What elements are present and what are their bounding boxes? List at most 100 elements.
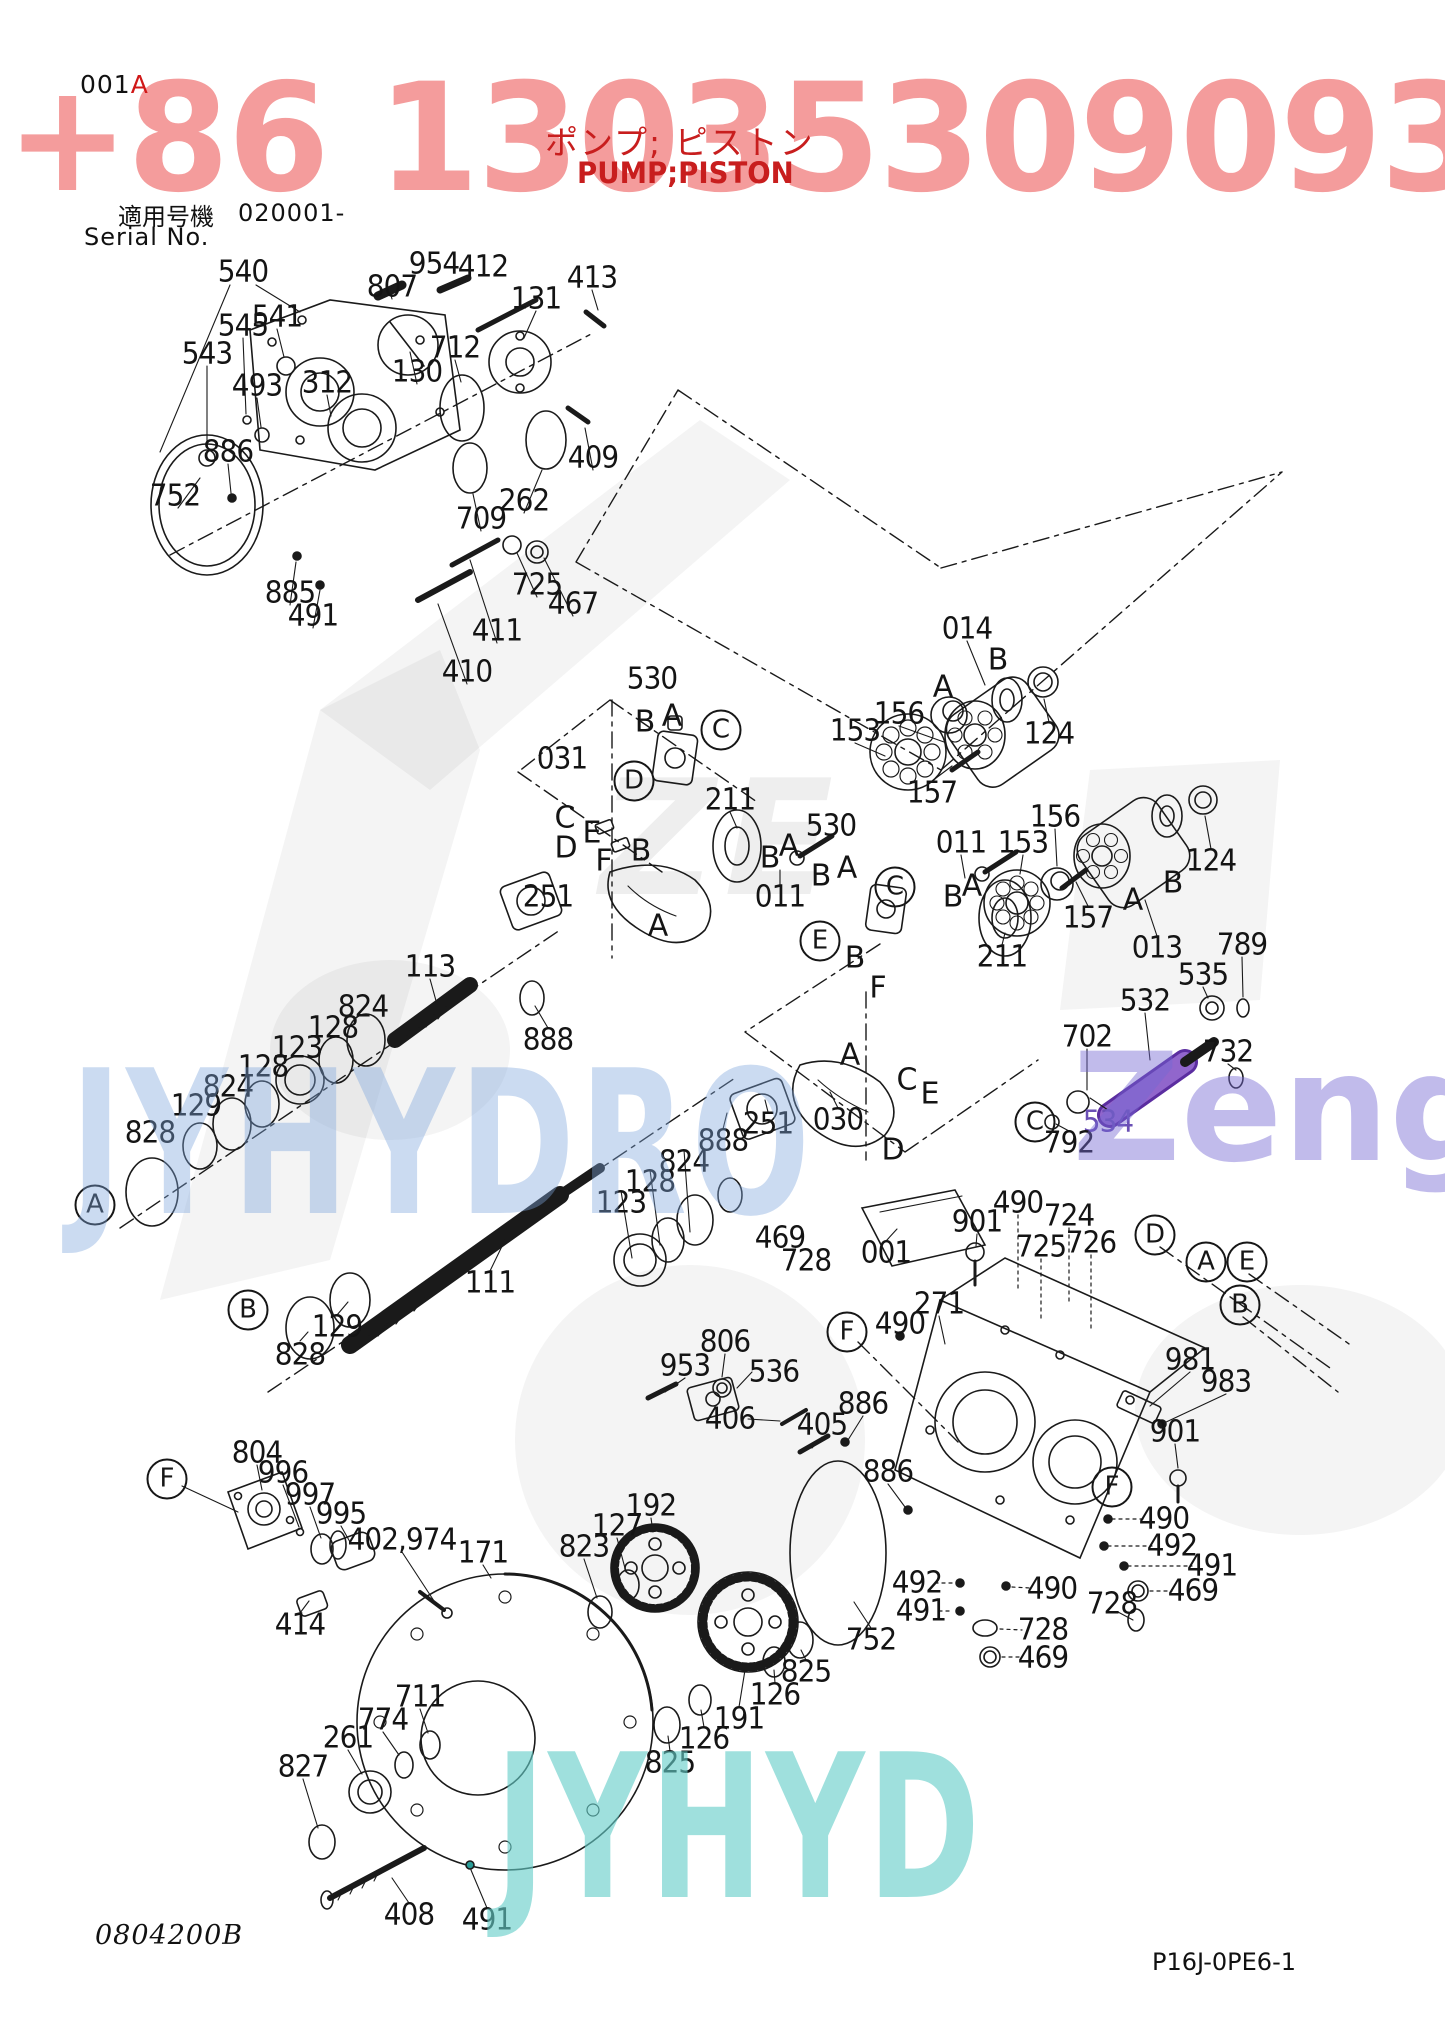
part-label-130: 130 — [391, 354, 443, 390]
callout-circled-E: E — [799, 920, 841, 962]
part-label-752: 752 — [845, 1622, 897, 1658]
callout-B: B — [1162, 865, 1184, 901]
part-label-888: 888 — [697, 1123, 749, 1159]
callout-B: B — [844, 940, 866, 976]
part-label-124: 124 — [1185, 843, 1237, 879]
part-label-732: 732 — [1202, 1034, 1254, 1070]
part-label-824: 824 — [337, 989, 389, 1025]
part-label-983: 983 — [1200, 1364, 1252, 1400]
part-label-011: 011 — [754, 879, 806, 915]
part-label-728: 728 — [1017, 1612, 1069, 1648]
callout-B: B — [759, 840, 781, 876]
callout-B: B — [634, 704, 656, 740]
part-label-126: 126 — [678, 1721, 730, 1757]
page-title-english: PUMP;PISTON — [577, 156, 794, 190]
part-label-123: 123 — [271, 1030, 323, 1066]
page-title-japanese: ポンプ; ピストン — [545, 123, 815, 162]
part-label-807: 807 — [366, 269, 418, 305]
part-label-014: 014 — [941, 611, 993, 647]
part-label-953: 953 — [659, 1348, 711, 1384]
part-label-469: 469 — [1167, 1573, 1219, 1609]
part-label-491: 491 — [287, 598, 339, 634]
callout-A: A — [647, 908, 669, 944]
part-label-825: 825 — [644, 1745, 696, 1781]
part-label-490: 490 — [1026, 1571, 1078, 1607]
part-label-491: 491 — [461, 1902, 513, 1938]
part-label-491: 491 — [895, 1593, 947, 1629]
part-label-171: 171 — [457, 1535, 509, 1571]
page-code-suffix: A — [130, 70, 149, 99]
part-label-789: 789 — [1216, 927, 1268, 963]
part-label-031: 031 — [536, 741, 588, 777]
part-label-467: 467 — [547, 586, 599, 622]
part-label-251: 251 — [742, 1106, 794, 1142]
part-label-469: 469 — [754, 1220, 806, 1256]
part-label-995: 995 — [315, 1496, 367, 1532]
part-label-888: 888 — [522, 1022, 574, 1058]
part-label-997: 997 — [284, 1477, 336, 1513]
callout-circled-D: D — [1134, 1214, 1176, 1256]
callout-A: A — [661, 698, 683, 734]
serial-label-english: Serial No. — [84, 223, 210, 251]
drawing-number-left: 0804200B — [95, 1920, 244, 1951]
part-label-129: 129 — [311, 1309, 363, 1345]
part-label-901: 901 — [951, 1204, 1003, 1240]
part-label-711: 711 — [394, 1679, 446, 1715]
callout-circled-C: C — [700, 709, 742, 751]
callout-A: A — [932, 669, 954, 705]
callout-A: A — [961, 868, 983, 904]
callout-B: B — [810, 858, 832, 894]
callout-circled-D: D — [613, 760, 655, 802]
serial-label-japanese: 適用号機 — [118, 203, 214, 231]
part-label-492: 492 — [1146, 1528, 1198, 1564]
part-label-996: 996 — [257, 1455, 309, 1491]
part-label-412: 412 — [457, 249, 509, 285]
part-label-702: 702 — [1061, 1019, 1113, 1055]
callout-A: A — [1122, 882, 1144, 918]
part-label-709: 709 — [455, 501, 507, 537]
part-label-111: 111 — [464, 1265, 516, 1301]
page-code-number: 001 — [80, 70, 131, 99]
callout-B: B — [987, 642, 1009, 678]
callout-C: C — [896, 1062, 918, 1098]
part-label-129: 129 — [170, 1088, 222, 1124]
drawing-number-right: P16J-0PE6-1 — [1152, 1948, 1296, 1976]
part-label-824: 824 — [202, 1069, 254, 1105]
part-label-885: 885 — [264, 575, 316, 611]
part-label-824: 824 — [658, 1144, 710, 1180]
part-label-157: 157 — [1062, 900, 1114, 936]
callout-circled-C: C — [874, 866, 916, 908]
part-label-726: 726 — [1065, 1225, 1117, 1261]
part-label-981: 981 — [1164, 1342, 1216, 1378]
part-label-954: 954 — [408, 246, 460, 282]
part-label-405: 405 — [796, 1407, 848, 1443]
part-label-030: 030 — [812, 1102, 864, 1138]
part-label-157: 157 — [906, 775, 958, 811]
part-label-013: 013 — [1131, 930, 1183, 966]
part-label-825: 825 — [780, 1654, 832, 1690]
part-label-113: 113 — [404, 949, 456, 985]
part-label-131: 131 — [510, 281, 562, 317]
part-label-251: 251 — [522, 879, 574, 915]
part-label-823: 823 — [558, 1529, 610, 1565]
part-label-536: 536 — [748, 1354, 800, 1390]
part-label-123: 123 — [595, 1185, 647, 1221]
part-label-886: 886 — [862, 1454, 914, 1490]
part-label-806: 806 — [699, 1324, 751, 1360]
part-label-191: 191 — [713, 1701, 765, 1737]
part-label-127: 127 — [591, 1508, 643, 1544]
callout-circled-C: C — [1014, 1101, 1056, 1143]
part-label-408: 408 — [383, 1897, 435, 1933]
part-label-490: 490 — [874, 1306, 926, 1342]
part-label-469: 469 — [1017, 1640, 1069, 1676]
part-label-192: 192 — [625, 1488, 677, 1524]
callout-circled-F: F — [146, 1458, 188, 1500]
part-label-126: 126 — [749, 1677, 801, 1713]
part-label-410: 410 — [441, 654, 493, 690]
part-label-725: 725 — [1015, 1229, 1067, 1265]
part-label-493: 493 — [231, 368, 283, 404]
part-label-128: 128 — [237, 1049, 289, 1085]
callout-circled-A: A — [1185, 1241, 1227, 1283]
callout-E: E — [920, 1076, 940, 1112]
